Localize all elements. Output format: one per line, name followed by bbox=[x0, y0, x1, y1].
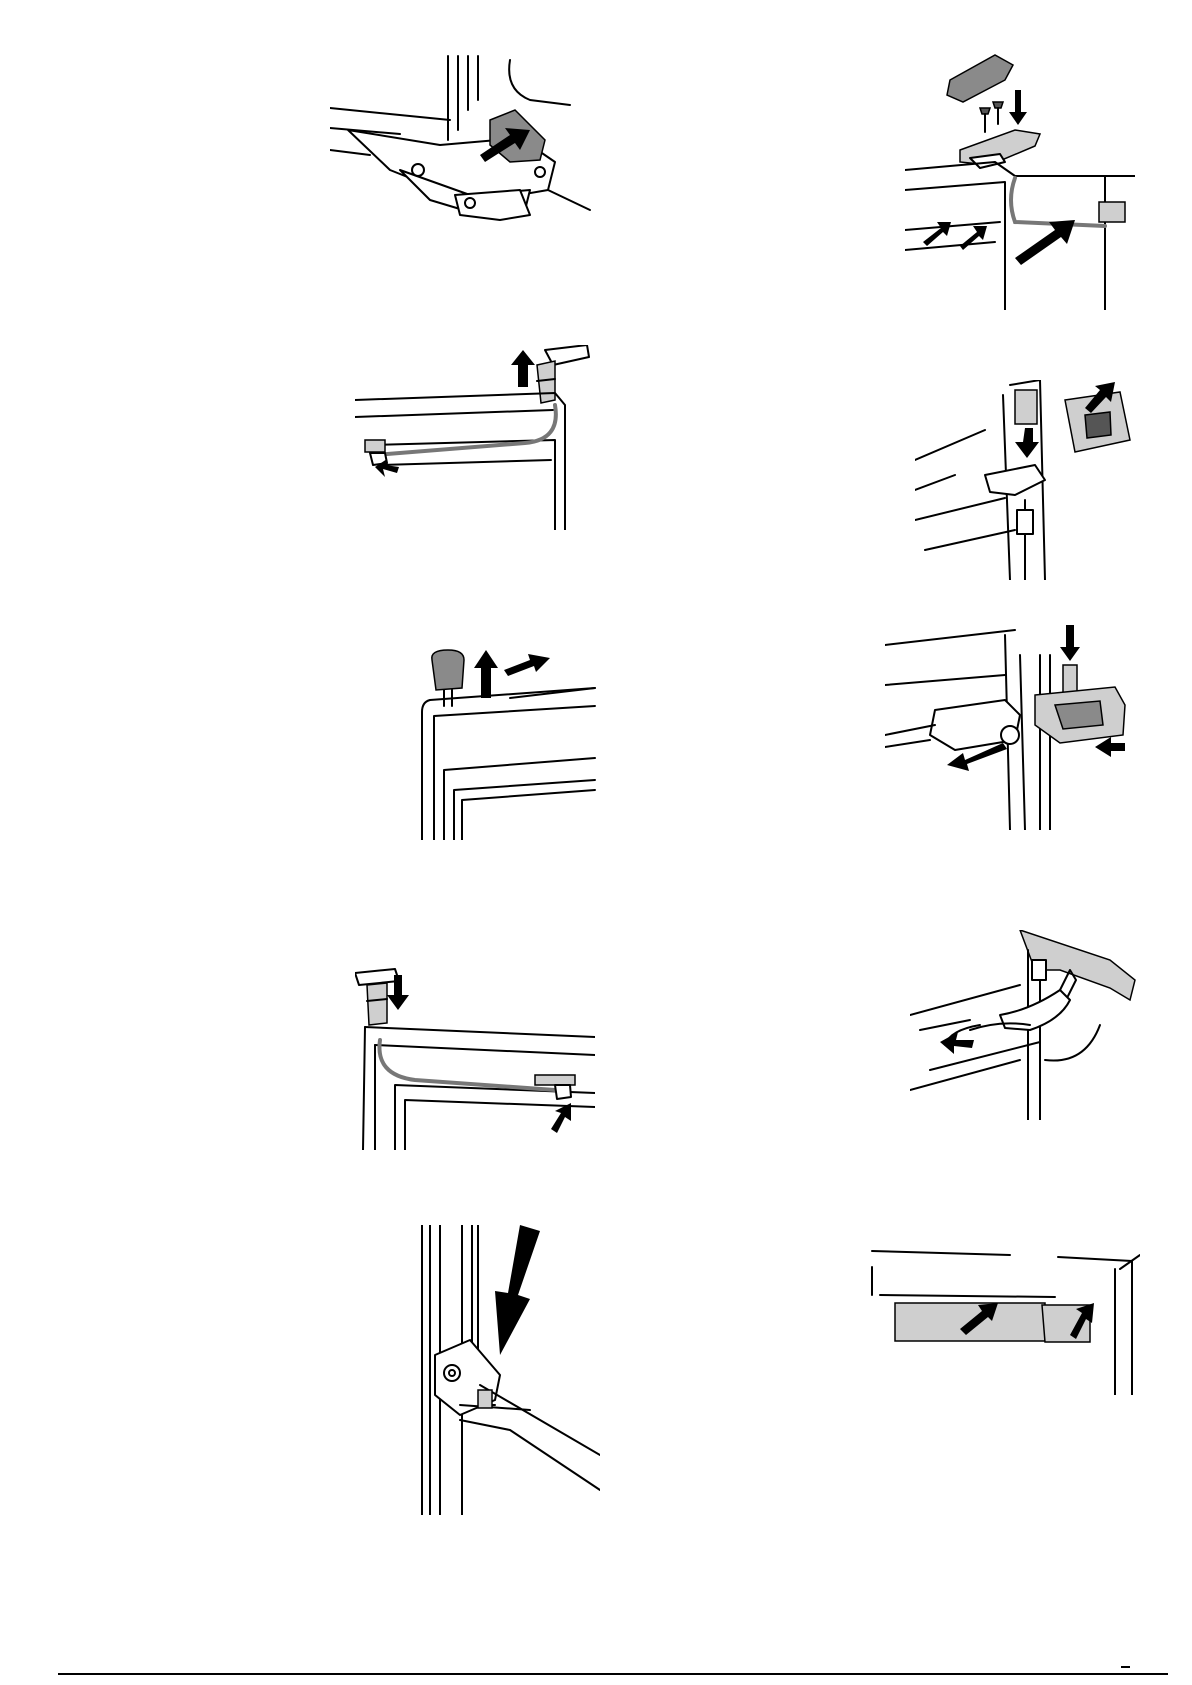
hinge-cover-removal-icon bbox=[330, 50, 610, 240]
footer-tick bbox=[1121, 1666, 1130, 1668]
side-bracket-removal-icon bbox=[915, 380, 1135, 580]
figure-6 bbox=[885, 625, 1135, 830]
screws-and-cover-icon bbox=[905, 50, 1135, 310]
hinge-swing-icon bbox=[910, 930, 1140, 1120]
top-hinge-fit-icon bbox=[355, 965, 595, 1150]
figure-3 bbox=[355, 345, 595, 530]
door-mount-arrow-icon bbox=[420, 1225, 600, 1515]
figure-5 bbox=[420, 640, 600, 840]
figure-4 bbox=[915, 380, 1135, 580]
figure-2 bbox=[905, 50, 1135, 310]
figure-8 bbox=[910, 930, 1140, 1120]
figure-7 bbox=[355, 965, 595, 1150]
door-pin-cap-icon bbox=[420, 640, 600, 840]
top-hinge-lift-icon bbox=[355, 345, 595, 530]
footer-rule bbox=[58, 1673, 1168, 1675]
figure-10 bbox=[870, 1245, 1140, 1395]
figure-1 bbox=[330, 50, 610, 240]
hinge-pin-insert-icon bbox=[885, 625, 1135, 830]
figure-9 bbox=[420, 1225, 600, 1515]
cover-panels-icon bbox=[870, 1245, 1140, 1395]
